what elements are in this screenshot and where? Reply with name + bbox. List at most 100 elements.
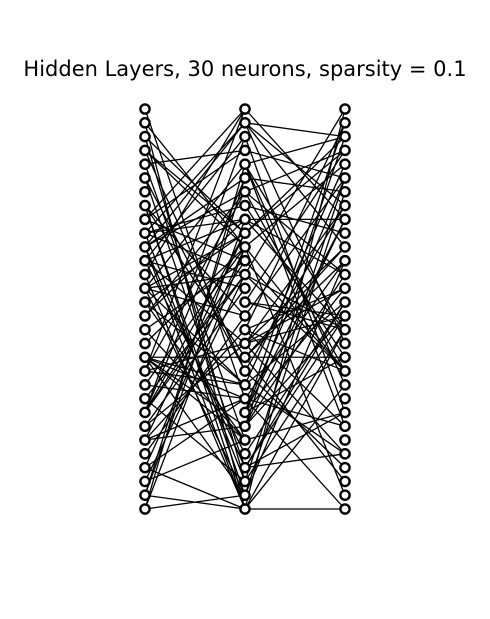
neuron-layer2-6 (239, 172, 251, 184)
neuron-layer2-27 (239, 461, 251, 474)
neuron-layer2-3 (239, 130, 251, 143)
neuron-layer2-16 (239, 310, 251, 322)
neuron-layer3-2 (339, 116, 351, 129)
neuron-layer2-19 (239, 351, 251, 364)
neuron-layer2-4 (239, 144, 251, 157)
neuron-layer1-4 (139, 144, 151, 157)
neuron-layer3-30 (339, 503, 351, 515)
edge-l0-9-1 (144, 122, 246, 234)
neuron-layer1-22 (139, 392, 151, 405)
neuron-layer1-10 (139, 227, 151, 239)
edge-l0-8-0 (144, 108, 246, 220)
neuron-layer3-23 (339, 406, 351, 419)
edge-l0-22-12 (144, 274, 246, 413)
edge-l1-22-5 (244, 177, 346, 413)
neuron-layer3-13 (339, 268, 351, 281)
neuron-layer1-11 (139, 241, 151, 253)
neuron-layer1-3 (139, 130, 151, 143)
neuron-layer3-4 (339, 144, 351, 157)
neuron-layer3-8 (339, 199, 351, 212)
neuron-layer2-10 (239, 227, 251, 239)
edge-l1-20-4 (244, 163, 346, 386)
edge-l1-23-15 (244, 315, 346, 427)
neuron-layer2-23 (239, 406, 251, 419)
neuron-layer1-12 (139, 254, 151, 267)
neuron-layer3-3 (339, 130, 351, 143)
neuron-layer3-29 (339, 489, 351, 502)
edge-l1-26-22 (244, 411, 346, 469)
neuron-layer3-7 (339, 185, 351, 198)
neuron-layer1-28 (139, 475, 151, 488)
neuron-layer1-5 (139, 158, 151, 170)
edge-l1-26-15 (244, 315, 346, 468)
edge-l1-28-11 (244, 260, 346, 496)
neuron-nodes (139, 103, 351, 515)
neuron-layer1-25 (139, 434, 151, 446)
edge-l1-26-25 (244, 453, 346, 469)
neuron-layer3-21 (339, 379, 351, 391)
neuron-layer1-29 (139, 489, 151, 502)
neuron-layer2-28 (239, 475, 251, 488)
neuron-layer1-2 (139, 116, 151, 129)
neuron-layer2-13 (239, 268, 251, 281)
neuron-layer2-9 (239, 213, 251, 226)
neuron-layer3-20 (339, 365, 351, 377)
edge-l0-29-28 (144, 494, 246, 510)
neuron-layer3-24 (339, 420, 351, 433)
edge-l0-19-0 (144, 108, 246, 372)
neuron-layer2-18 (239, 337, 251, 350)
neuron-layer1-24 (139, 420, 151, 433)
neuron-layer3-17 (339, 323, 351, 336)
edge-l0-26-21 (144, 398, 246, 469)
neuron-layer1-7 (139, 185, 151, 198)
neuron-layer1-15 (139, 296, 151, 308)
neuron-layer1-23 (139, 406, 151, 419)
edge-l1-29-0 (244, 108, 346, 510)
neuron-layer2-25 (239, 434, 251, 446)
neuron-layer1-1 (139, 103, 151, 115)
edge-l1-27-5 (244, 177, 346, 482)
neuron-layer1-13 (139, 268, 151, 281)
neuron-layer2-20 (239, 365, 251, 377)
edge-l0-18-28 (144, 356, 246, 496)
neuron-layer2-7 (239, 185, 251, 198)
neuron-layer3-5 (339, 158, 351, 170)
neuron-layer1-26 (139, 448, 151, 460)
edge-l1-21-29 (244, 398, 346, 510)
edge-l1-23-8 (244, 219, 346, 427)
neuron-layer2-11 (239, 241, 251, 253)
edge-l1-24-22 (244, 411, 346, 441)
neuron-layer1-21 (139, 379, 151, 391)
edge-l1-19-7 (244, 205, 346, 372)
neuron-layer3-10 (339, 227, 351, 239)
edge-l0-29-4 (144, 163, 246, 510)
neuron-layer2-2 (239, 116, 251, 129)
edge-l0-22-9 (144, 232, 246, 413)
neuron-layer3-18 (339, 337, 351, 350)
neuron-layer3-12 (339, 254, 351, 267)
neuron-layer1-6 (139, 172, 151, 184)
edge-l1-9-2 (244, 136, 346, 234)
neuron-layer2-30 (239, 503, 251, 515)
edge-l0-20-10 (144, 246, 246, 386)
neuron-layer2-22 (239, 392, 251, 405)
edge-l1-22-8 (244, 219, 346, 413)
neuron-layer1-14 (139, 282, 151, 295)
neuron-layer1-9 (139, 213, 151, 226)
edge-l0-2-27 (144, 136, 246, 482)
connection-edges (144, 108, 346, 510)
neuron-layer2-26 (239, 448, 251, 460)
edge-l1-12-0 (244, 108, 346, 275)
neuron-layer3-11 (339, 241, 351, 253)
edge-l0-22-2 (144, 136, 246, 413)
edge-l1-4-2 (244, 135, 346, 165)
edge-l0-15-8 (144, 218, 246, 317)
edge-l1-23-2 (244, 136, 346, 427)
neuron-layer2-15 (239, 296, 251, 308)
edge-l1-16-1 (244, 122, 346, 330)
neuron-layer3-14 (339, 282, 351, 295)
neuron-layer2-24 (239, 420, 251, 433)
neuron-layer1-17 (139, 323, 151, 336)
edge-l0-27-24 (144, 439, 246, 483)
neuron-layer1-16 (139, 310, 151, 322)
